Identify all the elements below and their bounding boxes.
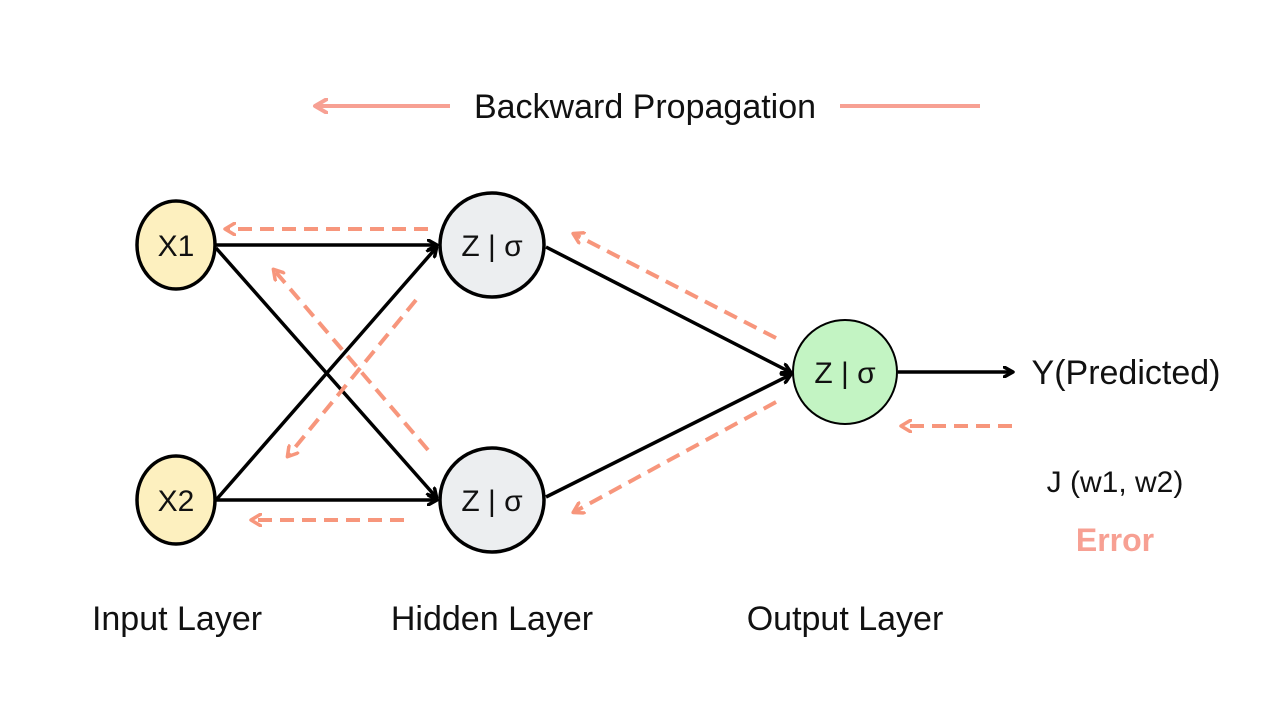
- node-x1-label: X1: [158, 230, 195, 263]
- output-layer-label: Output Layer: [747, 600, 944, 638]
- node-output: Z | σ: [792, 319, 898, 425]
- node-hidden-1-label: Z | σ: [461, 230, 523, 263]
- hidden-layer-label: Hidden Layer: [391, 600, 593, 638]
- cost-function-label: J (w1, w2): [1047, 466, 1184, 499]
- node-output-label: Z | σ: [814, 357, 876, 390]
- node-hidden-1: Z | σ: [438, 191, 546, 299]
- prediction-label: Y(Predicted): [1032, 354, 1221, 392]
- edge-x2-h1: [214, 248, 436, 502]
- node-hidden-2-label: Z | σ: [461, 485, 523, 518]
- backprop-out-h2: [574, 400, 777, 512]
- backprop-out-h1: [574, 234, 777, 340]
- node-x2: X2: [135, 454, 217, 546]
- edge-h2-out: [545, 375, 790, 499]
- input-layer-label: Input Layer: [92, 600, 262, 638]
- diagram-title: Backward Propagation: [474, 88, 816, 126]
- backprop-h2-x1: [274, 270, 430, 452]
- node-x2-label: X2: [158, 485, 195, 518]
- node-x1: X1: [135, 199, 217, 291]
- node-hidden-2: Z | σ: [438, 446, 546, 554]
- backprop-h1-x2: [288, 298, 418, 456]
- edge-h1-out: [545, 245, 790, 372]
- error-label: Error: [1076, 522, 1154, 558]
